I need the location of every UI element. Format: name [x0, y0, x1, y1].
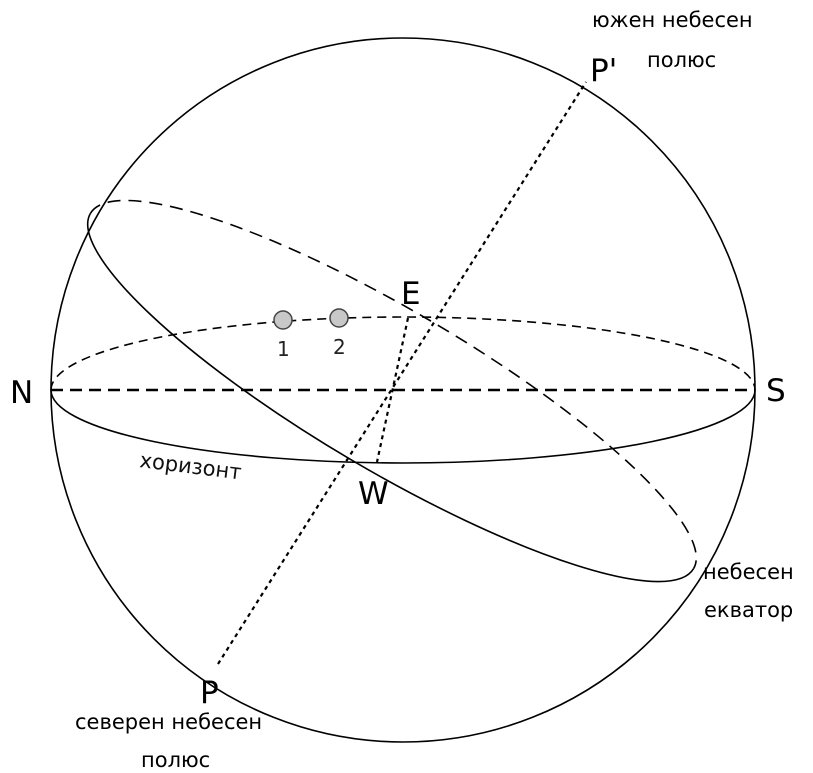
equator-back: [89, 199, 698, 570]
horizon-front: [50, 389, 756, 464]
north-pole-caption-line1: северен небесен: [75, 710, 262, 734]
celestial-axis: [217, 81, 587, 665]
pole-prime-label: P': [590, 53, 617, 89]
star-1-label: 1: [277, 337, 290, 361]
star-2: [329, 308, 349, 328]
star-1: [273, 310, 293, 330]
west-label: W: [358, 476, 389, 512]
east-label: E: [401, 276, 421, 312]
horizon-back: [50, 316, 756, 391]
equator-label-line2: екватор: [704, 598, 793, 622]
south-label: S: [766, 373, 786, 409]
north-pole-caption-line2: полюс: [141, 748, 210, 772]
south-pole-caption-line1: южен небесен: [592, 8, 753, 32]
south-pole-caption-line2: полюс: [647, 48, 716, 72]
east-west-line: [375, 317, 410, 463]
star-2-label: 2: [333, 335, 346, 359]
equator-label-line1: небесен: [703, 560, 794, 584]
pole-label: P: [200, 675, 219, 711]
north-label: N: [10, 375, 33, 411]
equator-front: [86, 212, 695, 583]
